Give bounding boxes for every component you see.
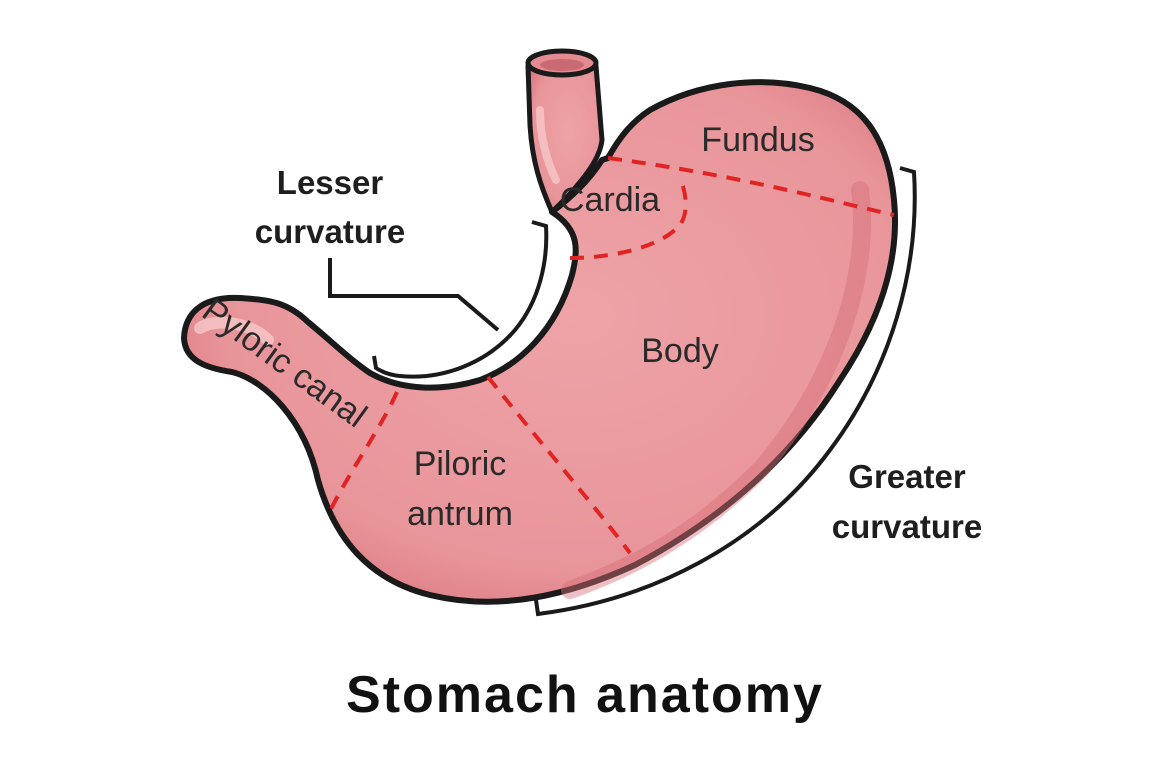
stomach-outline (181, 79, 898, 605)
divider-antrum-canal (326, 391, 399, 516)
greater-curvature-marker (534, 166, 917, 617)
highlight-left (194, 316, 274, 346)
lesser-curvature-marker (328, 220, 549, 379)
label-body: Body (641, 332, 719, 370)
label-fundus: Fundus (701, 121, 814, 159)
highlight-esophagus (536, 106, 560, 184)
divider-fundus (607, 156, 895, 217)
label-antrum-line2: antrum (407, 495, 513, 533)
divider-body-antrum (486, 375, 632, 555)
shadow-greater (561, 181, 872, 599)
lesser-curvature-label-line1: Lesser (277, 164, 384, 201)
diagram-title: Stomach anatomy (346, 666, 824, 724)
greater-curvature-label-line1: Greater (848, 458, 966, 495)
label-antrum-line1: Piloric (414, 445, 507, 483)
region-dividers (326, 156, 895, 555)
greater-curvature-label-line2: curvature (832, 508, 982, 545)
divider-cardia (569, 177, 688, 260)
lesser-curvature-label-line2: curvature (255, 213, 405, 250)
label-cardia: Cardia (560, 181, 660, 219)
